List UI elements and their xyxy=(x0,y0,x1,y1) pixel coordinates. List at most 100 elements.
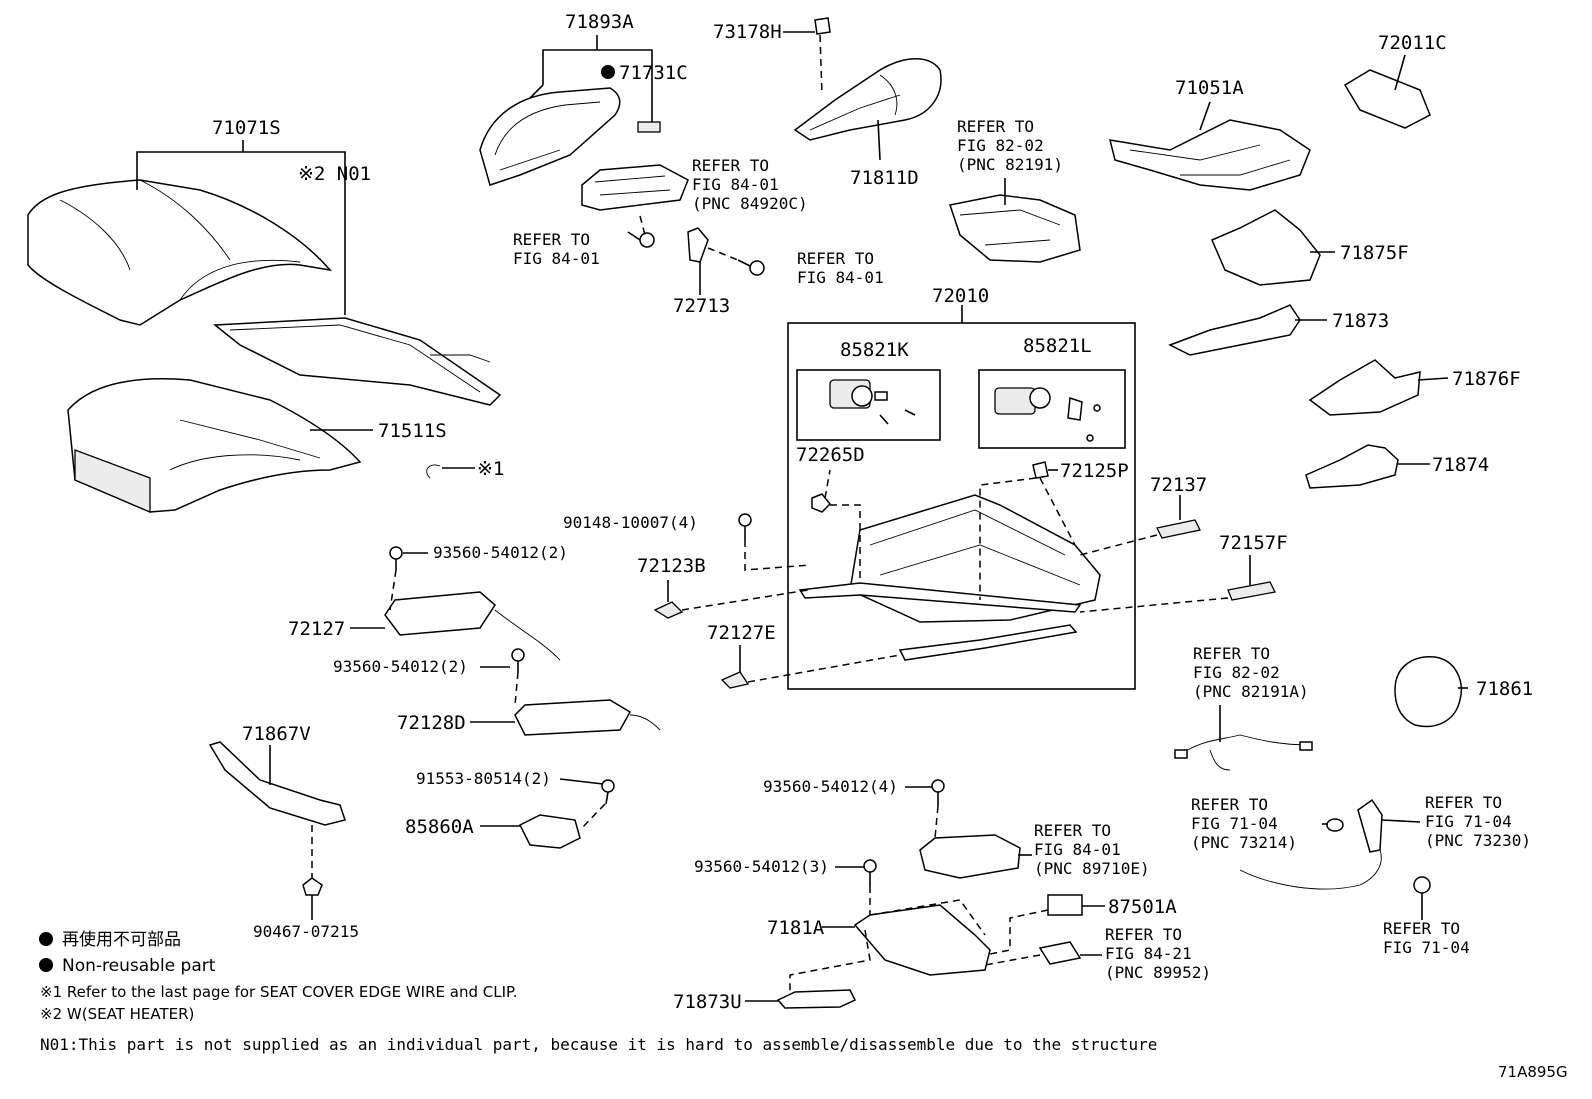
label-93560d: 93560-54012(3) xyxy=(694,857,829,876)
seat-frame-71051A-drawing xyxy=(1108,119,1311,191)
label-71893A: 71893A xyxy=(565,11,634,33)
refer-89952: REFER TO FIG 84-21 (PNC 89952) xyxy=(1105,925,1211,982)
refer-84-01-right: REFER TO FIG 84-01 xyxy=(797,249,884,287)
label-72127E: 72127E xyxy=(707,622,776,644)
label-71511S: 71511S xyxy=(378,420,447,442)
part-71861-drawing xyxy=(1394,656,1462,728)
edge-wire-clip-drawing xyxy=(426,464,441,479)
legend-note2: ※2 W(SEAT HEATER) xyxy=(40,1005,194,1023)
screw-left-drawing xyxy=(627,231,655,248)
label-71873U: 71873U xyxy=(673,991,742,1013)
label-72123B: 72123B xyxy=(637,555,706,577)
motor-85821L-box xyxy=(978,369,1126,449)
module-87501A-drawing xyxy=(1047,894,1083,916)
clip-72125P-drawing xyxy=(1032,461,1049,479)
refer-89710E-line3: (PNC 89710E) xyxy=(1034,859,1150,878)
refer-71-04-bottom: REFER TO FIG 71-04 xyxy=(1383,919,1470,957)
cap-73178H-drawing xyxy=(814,17,831,35)
refer-to-labels: REFER TO FIG 82-02 (PNC 82191) REFER TO … xyxy=(513,117,1531,982)
refer-73230-line2: FIG 71-04 xyxy=(1425,812,1512,831)
refer-82191A-line1: REFER TO xyxy=(1193,644,1270,663)
label-91553: 91553-80514(2) xyxy=(416,769,551,788)
refer-89710E-line1: REFER TO xyxy=(1034,821,1111,840)
refer-89952-line1: REFER TO xyxy=(1105,925,1182,944)
refer-89710E: REFER TO FIG 84-01 (PNC 89710E) xyxy=(1034,821,1150,878)
label-72137: 72137 xyxy=(1150,474,1207,496)
refer-82191A-line3: (PNC 82191A) xyxy=(1193,682,1309,701)
refer-84-01-right-line2: FIG 84-01 xyxy=(797,268,884,287)
cover-72123B-drawing xyxy=(653,601,684,619)
label-71876F: 71876F xyxy=(1452,368,1521,390)
motor-85821K-drawing xyxy=(829,379,916,425)
label-85860A: 85860A xyxy=(405,816,474,838)
label-85821K: 85821K xyxy=(840,339,909,361)
ecu-89710E-drawing xyxy=(919,834,1021,879)
label-93560c: 93560-54012(4) xyxy=(763,777,898,796)
refer-84920C: REFER TO FIG 84-01 (PNC 84920C) xyxy=(692,156,808,213)
part-85860A-drawing xyxy=(518,814,581,849)
refer-84920C-line3: (PNC 84920C) xyxy=(692,194,808,213)
legend-note1: ※1 Refer to the last page for SEAT COVER… xyxy=(40,983,517,1001)
seat-cushion-pad-drawing xyxy=(67,378,362,513)
screw-right-drawing xyxy=(737,259,765,276)
refer-73230: REFER TO FIG 71-04 (PNC 73230) xyxy=(1425,793,1531,850)
refer-71-04-bottom-line1: REFER TO xyxy=(1383,919,1460,938)
refer-82191-line3: (PNC 82191) xyxy=(957,155,1063,174)
refer-73214-line2: FIG 71-04 xyxy=(1191,814,1278,833)
refer-84-01-left: REFER TO FIG 84-01 xyxy=(513,230,600,268)
seat-cushion-cover-drawing xyxy=(27,179,332,326)
label-N01: ※2 N01 xyxy=(298,163,371,185)
label-90467: 90467-07215 xyxy=(253,922,359,941)
cover-72137-drawing xyxy=(1156,519,1201,539)
screw-72128D-drawing xyxy=(511,648,525,672)
label-72127: 72127 xyxy=(288,618,345,640)
refer-73214-line3: (PNC 73214) xyxy=(1191,833,1297,852)
clip-71731C-drawing xyxy=(637,121,661,133)
part-71876F-drawing xyxy=(1308,359,1421,416)
label-71071S: 71071S xyxy=(212,117,281,139)
refer-73230-line3: (PNC 73230) xyxy=(1425,831,1531,850)
legend: 再使用不可部品 Non-reusable part ※1 Refer to th… xyxy=(39,929,1157,1054)
refer-89710E-line2: FIG 84-01 xyxy=(1034,840,1121,859)
refer-84920C-line2: FIG 84-01 xyxy=(692,175,779,194)
power-seat-switch-drawing xyxy=(581,164,689,211)
label-71731C: 71731C xyxy=(619,62,688,84)
part-labels: 71893A 71731C 73178H 72011C 71071S ※2 N0… xyxy=(212,11,1533,1013)
label-71875F: 71875F xyxy=(1340,242,1409,264)
label-73178H: 73178H xyxy=(713,21,782,43)
label-7181A: 7181A xyxy=(767,917,825,939)
refer-71-04-bottom-line2: FIG 71-04 xyxy=(1383,938,1470,957)
module-89952-drawing xyxy=(1038,941,1082,965)
side-shield-drawing xyxy=(793,58,942,141)
legend-en: Non-reusable part xyxy=(62,956,216,976)
refer-82191A: REFER TO FIG 82-02 (PNC 82191A) xyxy=(1193,644,1309,701)
refer-73214: REFER TO FIG 71-04 (PNC 73214) xyxy=(1191,795,1297,852)
cover-panel-drawing xyxy=(479,87,621,186)
refer-82191-line1: REFER TO xyxy=(957,117,1034,136)
label-71861: 71861 xyxy=(1476,678,1533,700)
label-71874: 71874 xyxy=(1432,454,1489,476)
refer-89952-line2: FIG 84-21 xyxy=(1105,944,1192,963)
refer-82191-line2: FIG 82-02 xyxy=(957,136,1044,155)
part-72127-drawing xyxy=(384,546,561,661)
label-72010: 72010 xyxy=(932,285,989,307)
label-72128D: 72128D xyxy=(397,712,466,734)
label-72011C: 72011C xyxy=(1378,32,1447,54)
bolt-90148-drawing xyxy=(738,513,752,540)
screw-93560d-drawing xyxy=(863,859,877,886)
clip-72265D-drawing xyxy=(811,493,832,513)
label-72265D: 72265D xyxy=(796,444,865,466)
part-71875F-drawing xyxy=(1211,209,1321,286)
clip-90467-drawing xyxy=(302,877,323,896)
screw-91553-drawing xyxy=(601,779,615,805)
part-71874-drawing xyxy=(1305,444,1399,489)
refer-84-01-right-line1: REFER TO xyxy=(797,249,874,268)
refer-89952-line3: (PNC 89952) xyxy=(1105,963,1211,982)
motor-85821L-drawing xyxy=(994,387,1101,442)
seat-track-drawing xyxy=(798,494,1101,661)
label-72125P: 72125P xyxy=(1060,460,1129,482)
refer-82191: REFER TO FIG 82-02 (PNC 82191) xyxy=(957,117,1063,174)
screw-93560c-drawing xyxy=(931,779,945,806)
harness-82191A-drawing xyxy=(1174,734,1313,771)
